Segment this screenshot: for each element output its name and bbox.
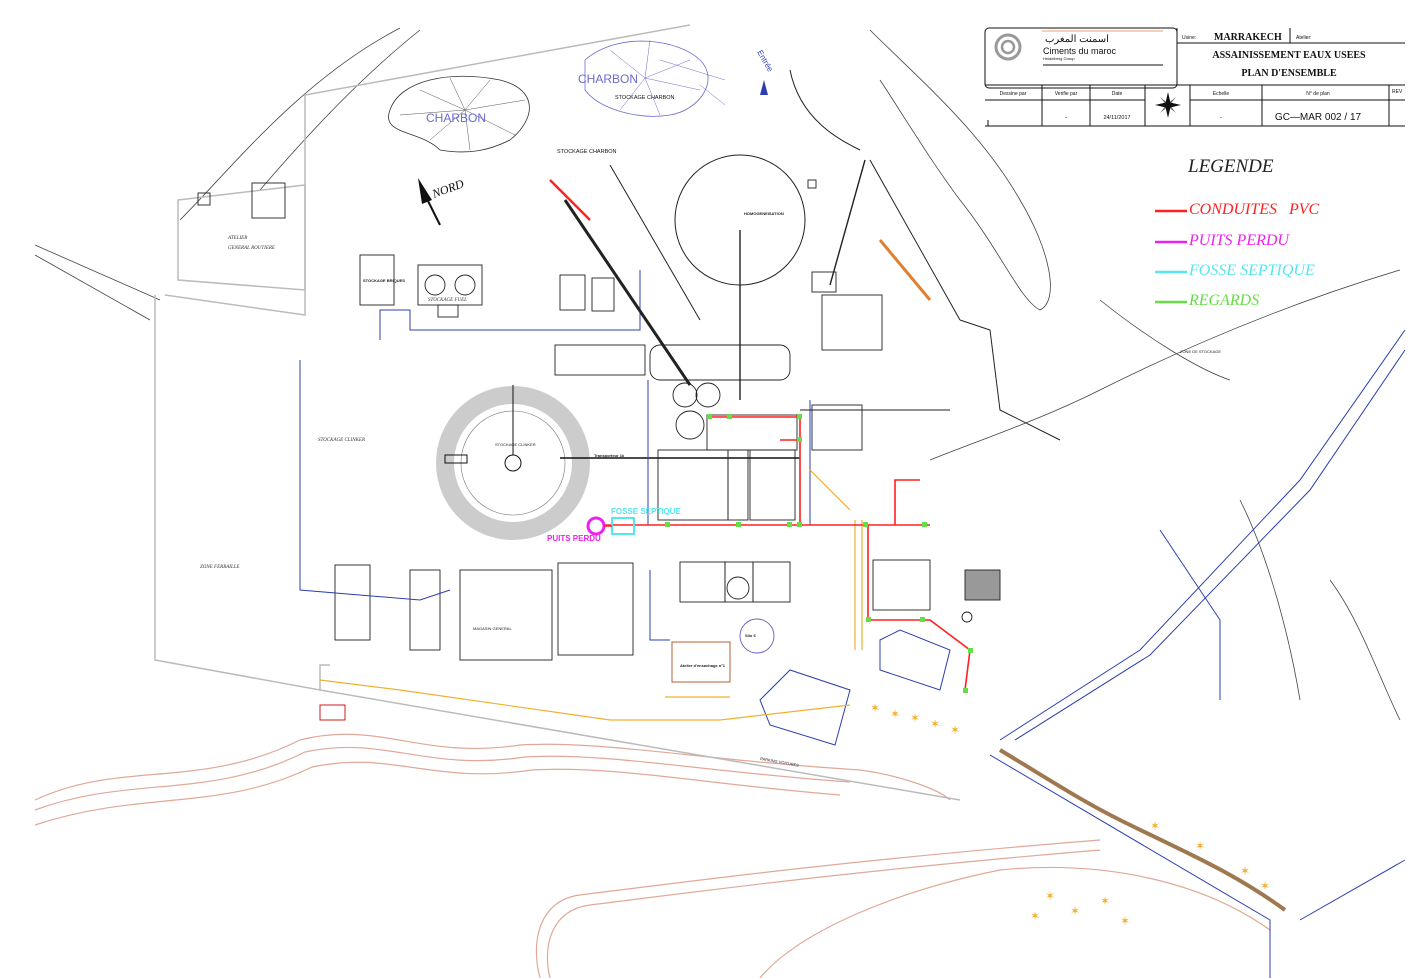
svg-text:✶: ✶: [1030, 909, 1040, 923]
plan-no-label: N° de plan: [1306, 91, 1330, 97]
label-atelier: ATELIER: [227, 236, 247, 241]
label-atelier-ensachage: Atelier d'ensachage n°1: [680, 663, 726, 668]
company-group: Heidelberg Group: [1043, 56, 1075, 61]
terrain-contours: [34, 733, 1271, 978]
map-labels: CHARBON CHARBON STOCKAGE CHARBON STOCKAG…: [200, 49, 1221, 768]
label-stockage-charbon-2: STOCKAGE CHARBON: [557, 149, 617, 155]
svg-text:✶: ✶: [1070, 904, 1080, 918]
label-stockage-clinker: STOCKAGE CLINKER: [318, 438, 365, 443]
label-zone-stockage: ZONE DE STOCKAGE: [1180, 349, 1221, 354]
verifie-value: -: [1065, 115, 1067, 121]
label-clinker-center: STOCKAGE CLINKER: [495, 442, 536, 447]
drawing-title-2: PLAN D'ENSEMBLE: [1241, 68, 1337, 79]
fosse-septique-tank: [611, 517, 635, 535]
svg-text:✶: ✶: [950, 723, 960, 737]
legend-title: LEGENDE: [1187, 156, 1274, 177]
label-zone-ferraille: ZONE FERRAILLE: [200, 565, 240, 570]
label-fosse-septique: FOSSE SEPTIQUE: [611, 507, 681, 516]
verifie-label: Verifie par: [1055, 91, 1078, 97]
svg-text:✶: ✶: [1260, 879, 1270, 893]
rev-label: REV: [1392, 89, 1403, 95]
entree-arrow-icon: [760, 80, 768, 95]
regards: [665, 414, 973, 693]
company-arabic: اسمنت المغرب: [1045, 34, 1109, 45]
usine-label: Usine:: [1182, 35, 1196, 41]
usine-value: MARRAKECH: [1214, 32, 1282, 43]
label-puits-perdu: PUITS PERDU: [547, 534, 601, 543]
compass-rose-icon: [1155, 92, 1181, 118]
label-atelier-routiere: GENERAL ROUTIERE: [228, 246, 275, 251]
date-label: Date: [1112, 91, 1123, 97]
label-silo: Silo 6: [745, 633, 756, 638]
company-name: Ciments du maroc: [1043, 46, 1117, 56]
label-stockage-fuel: STOCKAGE FUEL: [428, 298, 467, 303]
roads-blue: [299, 270, 1406, 978]
svg-text:✶: ✶: [890, 707, 900, 721]
svg-text:✶: ✶: [1100, 894, 1110, 908]
svg-text:✶: ✶: [930, 717, 940, 731]
atelier-label: Atelier:: [1296, 35, 1312, 41]
svg-text:✶: ✶: [1195, 839, 1205, 853]
coal-storage: [388, 39, 726, 153]
label-entree: Entrée: [755, 49, 775, 74]
svg-text:✶: ✶: [1150, 819, 1160, 833]
echelle-label: Echelle: [1213, 91, 1230, 97]
conveyors-orange: [319, 239, 932, 721]
legend-puits-perdu: PUITS PERDU: [1188, 232, 1290, 249]
svg-text:✶: ✶: [1120, 914, 1130, 928]
label-charbon-1: CHARBON: [578, 72, 638, 86]
legend-fosse-septique: FOSSE SEPTIQUE: [1188, 262, 1315, 279]
terrain-outlines: [34, 27, 1401, 721]
legend-regards: REGARDS: [1188, 292, 1259, 309]
label-transporteur: Transporteur 1k: [594, 453, 625, 458]
svg-text:✶: ✶: [1045, 889, 1055, 903]
pvc-pipes: [549, 179, 971, 691]
label-homogeneisation: HOMOGENEISATION: [744, 211, 784, 216]
conveyors: [563, 69, 1061, 441]
legend-pvc: CONDUITES PVC: [1189, 201, 1320, 218]
clinker-storage: [436, 385, 800, 540]
drawing-title-1: ASSAINISSEMENT EAUX USEES: [1212, 50, 1366, 61]
echelle-value: -: [1220, 115, 1222, 121]
label-magasin: MAGASIN GENERAL: [473, 626, 512, 631]
ciments-du-maroc-logo: [994, 33, 1022, 61]
svg-text:✶: ✶: [1240, 864, 1250, 878]
puits-perdu-well: [586, 516, 606, 536]
north-arrow-icon: [418, 178, 441, 226]
label-stockage-briques: STOCKAGE BRIQUES: [363, 278, 405, 283]
label-nord: NORD: [429, 176, 466, 201]
title-block: اسمنت المغرب Ciments du maroc Heidelberg…: [984, 27, 1405, 127]
label-charbon-2: CHARBON: [426, 111, 486, 125]
date-value: 24/11/2017: [1103, 115, 1130, 121]
site-boundary: [154, 24, 961, 801]
svg-text:✶: ✶: [870, 701, 880, 715]
plan-no-value: GC—MAR 002 / 17: [1275, 112, 1362, 123]
svg-text:✶: ✶: [910, 711, 920, 725]
label-stockage-charbon-1: STOCKAGE CHARBON: [615, 95, 675, 101]
legend: LEGENDE CONDUITES PVC PUITS PERDU FOSSE …: [1155, 156, 1320, 309]
buildings: [197, 179, 1001, 721]
label-parking: PARKING VOITURES: [760, 756, 800, 768]
trees: ✶ ✶ ✶ ✶ ✶ ✶ ✶ ✶ ✶ ✶ ✶ ✶ ✶ ✶: [870, 701, 1270, 928]
channel: [998, 748, 1287, 912]
dessine-label: Dessine par: [1000, 91, 1027, 97]
